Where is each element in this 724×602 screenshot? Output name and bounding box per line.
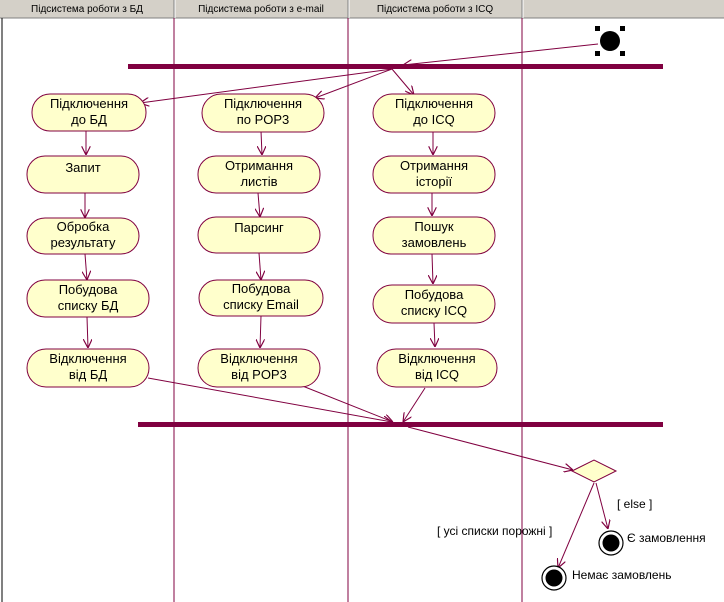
transitions — [85, 43, 608, 568]
activity-db-query[interactable]: Запит — [26, 155, 140, 194]
activity-label: списку БД — [58, 298, 119, 313]
fork-bar[interactable] — [128, 64, 663, 69]
swimlane-header-db: Підсистема роботи з БД — [31, 3, 143, 15]
activity-icq-connect[interactable]: Підключення до ICQ — [372, 93, 496, 133]
activity-mail-connect[interactable]: Підключення по POP3 — [201, 93, 325, 133]
final-node-no-orders[interactable] — [541, 565, 567, 591]
activity-label: результату — [51, 235, 116, 250]
activity-label: Пошук — [414, 219, 454, 234]
activity-db-disconnect[interactable]: Відключення від БД — [26, 348, 150, 388]
activity-label: Підключення — [395, 96, 473, 111]
activity-label: Підключення — [224, 96, 302, 111]
activity-label: від POP3 — [231, 367, 287, 382]
activity-label: Побудова — [405, 287, 464, 302]
join-bar[interactable] — [138, 422, 663, 427]
activity-db-process[interactable]: Обробка результату — [26, 217, 140, 255]
activity-label: до БД — [71, 112, 107, 127]
activity-label: до ICQ — [413, 112, 455, 127]
activity-mail-disconnect[interactable]: Відключення від POP3 — [197, 348, 321, 388]
initial-node[interactable] — [595, 26, 625, 56]
final-node-has-orders[interactable] — [598, 530, 624, 556]
activity-icq-history[interactable]: Отримання історії — [372, 155, 496, 194]
activity-label: замовлень — [402, 235, 467, 250]
activity-label: від БД — [69, 367, 108, 382]
activity-icq-disconnect[interactable]: Відключення від ICQ — [376, 348, 498, 388]
activity-label: Парсинг — [234, 220, 284, 235]
activity-label: Отримання — [400, 158, 468, 173]
activity-label: Запит — [65, 160, 100, 175]
activity-mail-receive[interactable]: Отримання листів — [197, 155, 321, 194]
activity-icq-build[interactable]: Побудова списку ICQ — [372, 284, 496, 324]
decision-node[interactable] — [570, 459, 618, 483]
activity-label: від ICQ — [415, 367, 459, 382]
final-label-no-orders: Немає замовлень — [572, 568, 671, 582]
activity-label: списку ICQ — [401, 303, 467, 318]
swimlane-header: Підсистема роботи з БД Підсистема роботи… — [0, 0, 724, 19]
activity-mail-build[interactable]: Побудова списку Email — [198, 279, 324, 317]
activity-icq-search[interactable]: Пошук замовлень — [372, 216, 496, 255]
activity-db-build[interactable]: Побудова списку БД — [26, 279, 150, 318]
guard-else: [ else ] — [617, 497, 652, 511]
activity-label: Обробка — [57, 219, 110, 234]
activity-label: Підключення — [50, 96, 128, 111]
activity-label: листів — [240, 174, 277, 189]
activity-mail-parse[interactable]: Парсинг — [197, 216, 321, 254]
activity-label: по POP3 — [237, 112, 290, 127]
activity-label: Побудова — [232, 281, 291, 296]
activity-label: Відключення — [398, 351, 475, 366]
activity-label: Відключення — [49, 351, 126, 366]
final-label-has-orders: Є замовлення — [627, 531, 706, 545]
guard-all-empty: [ усі списки порожні ] — [437, 524, 552, 538]
activity-label: Отримання — [225, 158, 293, 173]
activity-db-connect[interactable]: Підключення до БД — [31, 93, 147, 132]
swimlane-header-email: Підсистема роботи з e-mail — [198, 3, 324, 15]
swimlane-borders — [1, 18, 523, 602]
activity-label: історії — [416, 174, 453, 189]
swimlane-header-icq: Підсистема роботи з ICQ — [377, 3, 494, 15]
activity-label: Відключення — [220, 351, 297, 366]
activity-label: списку Email — [223, 297, 299, 312]
activity-label: Побудова — [59, 282, 118, 297]
